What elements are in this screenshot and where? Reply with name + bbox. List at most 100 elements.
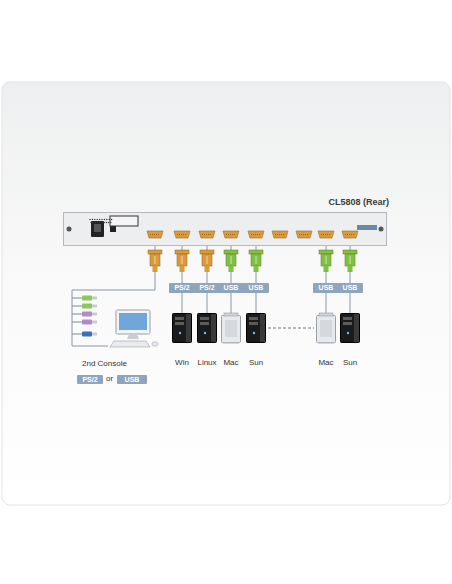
pc-side <box>211 314 216 342</box>
connector-flange <box>148 250 162 254</box>
keyboard <box>110 341 150 347</box>
mac-foot <box>318 342 334 344</box>
node-shape <box>172 313 192 343</box>
cable <box>256 293 257 313</box>
os-name: Linux <box>197 358 216 367</box>
plug-wire <box>72 306 82 307</box>
console-plug <box>72 312 97 317</box>
plug-tip <box>92 333 97 336</box>
node-shape <box>221 313 241 343</box>
port-pins <box>299 234 309 235</box>
port-type-badge: PS/2 <box>169 283 195 293</box>
db25-pin <box>90 222 91 223</box>
drive-bay <box>200 317 209 320</box>
connector-body <box>177 254 187 266</box>
monitor-screen <box>119 313 147 330</box>
drive-bay <box>249 322 258 325</box>
connector-ridge <box>231 256 232 264</box>
db25-pin <box>95 222 96 223</box>
connector-ridge <box>350 256 351 264</box>
connector-flange <box>343 250 357 254</box>
connector-body <box>321 254 331 266</box>
plug-body <box>82 304 92 309</box>
drive-bay <box>175 317 184 320</box>
port-type-badge: PS/2 <box>194 283 220 293</box>
background-panel <box>2 82 450 505</box>
port-type-badge: USB <box>117 375 147 384</box>
power-led <box>253 332 255 334</box>
db25-pin <box>99 222 100 223</box>
port-type: USB <box>243 283 269 293</box>
port-pins <box>345 234 355 235</box>
computer-tower: Mac <box>316 313 336 343</box>
db25-pin <box>106 222 107 223</box>
mac-tower <box>317 316 336 343</box>
db25-pin <box>104 222 105 223</box>
drive-bay <box>343 322 352 325</box>
power-socket-inner <box>94 224 101 232</box>
monitor <box>116 310 150 334</box>
kvm-port <box>296 231 312 238</box>
rear-panel <box>64 213 387 246</box>
monitor-stand <box>127 334 139 339</box>
computer-tower: Sun <box>340 313 360 343</box>
kvm-rear-panel: CL5808 (Rear) <box>63 212 387 246</box>
db25-pin <box>97 219 98 220</box>
os-name: Mac <box>223 358 238 367</box>
db25-pin <box>109 219 110 220</box>
mac-front-grille <box>225 320 237 337</box>
mac-front-grille <box>320 320 332 337</box>
db25-pin <box>110 222 111 223</box>
port-type: PS/2 <box>194 283 220 293</box>
db25-pin <box>106 219 107 220</box>
kvm-port <box>199 231 215 238</box>
mac-handle <box>224 313 238 316</box>
drive-bay <box>343 317 352 320</box>
db25-pin <box>101 219 102 220</box>
cable-connector <box>343 250 357 272</box>
console-plug <box>72 332 97 337</box>
port-pins <box>202 234 212 235</box>
os-name: Sun <box>249 358 263 367</box>
os-name: Sun <box>343 358 357 367</box>
computer-tower: Mac <box>221 313 241 343</box>
node-shape <box>108 308 162 350</box>
db25-pin <box>101 222 102 223</box>
power-led <box>204 332 206 334</box>
connector-neck <box>205 266 210 272</box>
connector-flange <box>249 250 263 254</box>
cable <box>182 293 183 313</box>
plug-wire <box>72 298 82 299</box>
pc-side <box>354 314 359 342</box>
power-socket <box>91 221 104 237</box>
plug-tip <box>92 321 97 324</box>
connector-ridge <box>256 256 257 264</box>
node-shape <box>340 313 360 343</box>
drive-bay <box>200 322 209 325</box>
kvm-port <box>223 231 239 238</box>
db25-pin <box>104 219 105 220</box>
screw <box>379 227 384 232</box>
connector-ridge <box>155 256 156 264</box>
cable <box>350 293 351 313</box>
db25-pin <box>108 222 109 223</box>
node-shape <box>316 313 336 343</box>
console-station: 2nd Console <box>108 308 162 350</box>
connector-flange <box>175 250 189 254</box>
port-type: PS/2 <box>77 375 103 384</box>
connector-neck <box>229 266 234 272</box>
connector-body <box>251 254 261 266</box>
port-type-badge: USB <box>218 283 244 293</box>
mac-handle <box>319 313 333 316</box>
port-type-badge: USB <box>313 283 339 293</box>
plug-wire <box>72 322 82 323</box>
port-pins <box>321 234 331 235</box>
connector-neck <box>348 266 353 272</box>
pc-tower <box>341 314 360 343</box>
cable-connector <box>249 250 263 272</box>
node-shape <box>246 313 266 343</box>
connector-ridge <box>182 256 183 264</box>
port-pins <box>177 234 187 235</box>
connector-flange <box>319 250 333 254</box>
screw <box>67 227 72 232</box>
